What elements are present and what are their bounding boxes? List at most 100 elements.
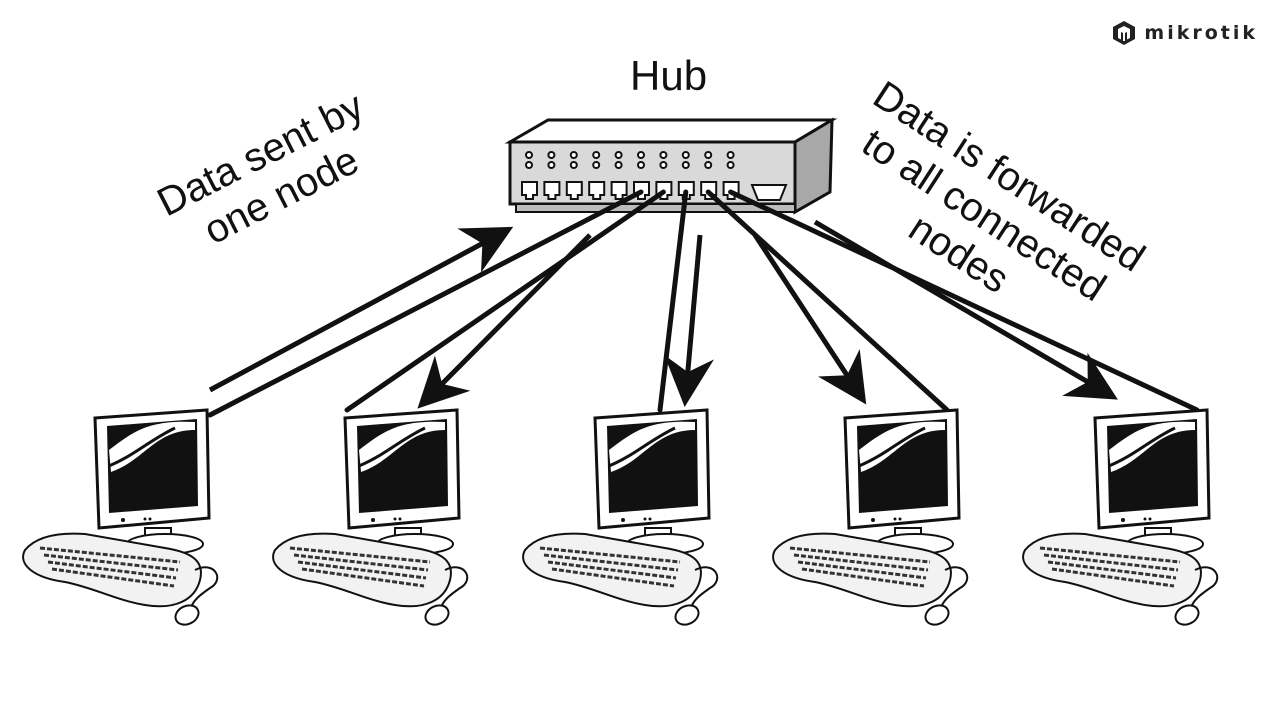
keyboard-keys [43,553,179,572]
hub-led [569,151,578,159]
network-cable [344,189,666,413]
hub-label: Hub [630,52,708,99]
arrow-from-hub [752,233,867,405]
monitor-led [143,517,147,521]
arrow-from-hub [813,219,1118,400]
hub-led [525,151,533,159]
mouse [1174,604,1200,626]
power-button [871,518,875,522]
keyboard-keys [1051,567,1175,588]
hub-led [637,161,645,169]
keyboard-keys [1047,560,1177,580]
hub-led [547,161,556,169]
brand-logo: mikrotik [1112,20,1258,46]
brand-name: mikrotik [1144,22,1258,44]
hub-led [726,161,735,169]
hub-uplink-port [750,184,788,201]
computers [22,408,1219,626]
hub-port [521,181,538,200]
hub-led [704,161,713,169]
mouse-cord [939,566,969,611]
hub-top-face [504,118,838,144]
hub-led [592,161,601,169]
hub-led [659,161,668,169]
keyboard-keys [539,546,681,564]
power-button [371,518,375,522]
mouse-cord [439,566,469,611]
keyboard-keys [293,553,429,572]
hub-led [614,151,623,159]
computer-node [1022,408,1219,626]
keyboard-keys [1039,546,1181,564]
keyboard-keys [1043,553,1179,572]
keyboard-keys [289,546,431,564]
keyboard-keys [51,567,175,588]
monitor-led [148,517,152,521]
keyboard-keys [301,567,425,588]
hub-led [525,161,533,169]
hub-led [592,151,601,159]
hub-port [588,181,606,200]
hub-led [547,151,556,159]
hub-led [659,151,668,159]
mouse [924,604,950,626]
monitor-led [1148,517,1152,521]
keyboard-keys [39,546,181,564]
keyboard-keys [793,553,929,572]
mouse-cord [689,566,719,611]
screen-swoosh [609,421,695,472]
computer-node [522,408,719,626]
screen-swoosh [109,421,195,472]
power-button [1121,518,1125,522]
mikrotik-logo-icon [1113,21,1136,45]
computer-node [272,408,469,626]
monitor-led [1143,517,1147,521]
monitor-led [643,517,647,521]
hub-port [543,181,561,200]
data-flow-arrows [208,219,1118,409]
hub-led [681,151,690,159]
hub-base [515,203,796,213]
hub-led [704,151,713,159]
keyboard-keys [543,553,679,572]
network-cable [207,189,644,418]
monitor-led [898,517,902,521]
network-cable [657,189,689,413]
hub-led [726,151,735,159]
screen-swoosh [359,421,445,472]
hub-led [569,161,578,169]
mouse-cord [1189,566,1219,611]
hub-port [565,181,583,200]
keyboard-keys [801,567,925,588]
keyboard-keys [551,567,675,588]
keyboard-keys [547,560,677,580]
keyboard-keys [789,546,931,564]
screen-swoosh-line [1108,426,1176,468]
keyboard-keys [47,560,177,580]
hub-led [637,151,645,159]
mouse [174,604,200,626]
mouse-cord [189,566,219,611]
screen-swoosh-line [858,426,926,468]
computer-node [22,408,219,626]
power-button [121,518,125,522]
computer-node [772,408,969,626]
keyboard-keys [297,560,427,580]
monitor-led [893,517,897,521]
screen-swoosh-line [608,426,676,468]
screen-swoosh-line [358,426,426,468]
network-cable [705,189,950,413]
screen-swoosh-line [108,426,176,468]
power-button [621,518,625,522]
hub-led [614,161,623,169]
hub-device [504,117,838,215]
network-cable [728,189,1200,413]
arrow-from-hub [664,234,715,407]
hub-led [681,161,690,169]
screen-swoosh [859,421,945,472]
mouse [424,604,450,626]
monitor-led [393,517,397,521]
screen-swoosh [1109,421,1195,472]
arrow-to-hub [208,226,514,393]
